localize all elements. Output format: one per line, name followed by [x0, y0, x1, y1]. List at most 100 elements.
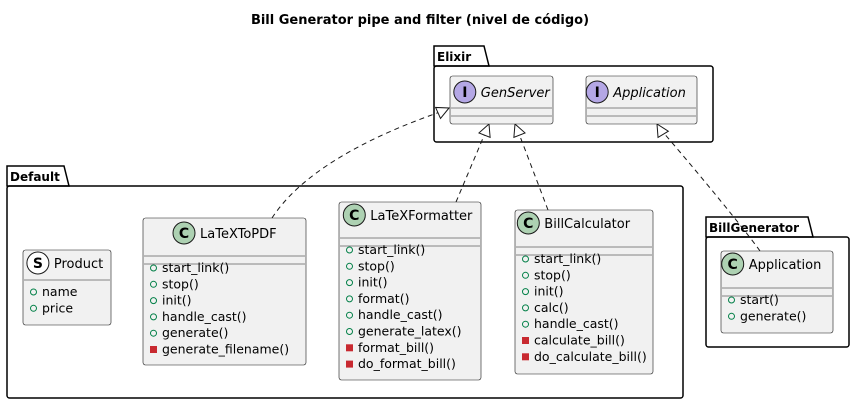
class-member: name [42, 284, 78, 299]
public-visibility-icon [30, 288, 37, 296]
private-visibility-icon [346, 360, 353, 368]
class-member: price [42, 300, 73, 315]
class-box [585, 75, 698, 125]
class-member: start() [740, 292, 779, 307]
class-member: stop() [534, 267, 571, 282]
private-visibility-icon [522, 337, 529, 344]
class-member: start_link() [534, 251, 601, 266]
class-member: stop() [162, 276, 199, 291]
class-member: start_link() [162, 260, 229, 275]
interface-badge-icon [453, 80, 477, 104]
class-member: handle_cast() [358, 307, 443, 322]
dashed-realization-line [661, 130, 761, 252]
class-badge-icon [342, 203, 366, 227]
public-visibility-icon [346, 246, 353, 254]
class-member: init() [162, 293, 192, 308]
public-visibility-icon [346, 295, 353, 303]
public-visibility-icon [522, 288, 529, 296]
package-frame [6, 185, 684, 399]
class-member: start_link() [358, 242, 425, 257]
class-box [720, 250, 834, 334]
class-badge-icon [516, 211, 540, 235]
class-member: generate() [740, 308, 806, 323]
class-name: Application [749, 258, 822, 273]
class-member: do_calculate_bill() [534, 349, 647, 364]
class-box [338, 201, 482, 381]
public-visibility-icon [346, 328, 353, 335]
public-visibility-icon [522, 255, 529, 263]
package-label: Default [10, 170, 60, 184]
class-name: Product [54, 257, 103, 272]
dashed-realization-line [455, 130, 487, 203]
class-name: LaTeXFormatter [370, 209, 473, 224]
class-member: generate() [162, 325, 228, 340]
class-application_iface: I Application [585, 75, 698, 125]
public-visibility-icon [30, 304, 37, 312]
edge-application-applicationiface [656, 123, 761, 252]
class-member: format() [358, 291, 409, 306]
package-billgenerator: BillGenerator [705, 216, 850, 348]
public-visibility-icon [346, 311, 353, 319]
private-visibility-icon [346, 344, 353, 352]
edge-latextopdf-genserver [271, 106, 451, 219]
class-name: GenServer [481, 86, 552, 101]
class-genserver: I GenServer [449, 75, 554, 125]
package-frame [705, 236, 850, 348]
class-member: stop() [358, 258, 395, 273]
public-visibility-icon [150, 297, 157, 305]
public-visibility-icon [728, 296, 735, 304]
package-elixir: Elixir [433, 45, 714, 143]
interface-badge-icon [585, 80, 609, 104]
private-visibility-icon [150, 346, 157, 353]
class-member: generate_filename() [162, 342, 289, 357]
public-visibility-icon [346, 262, 353, 270]
class-box [514, 209, 654, 375]
package-frame [433, 65, 714, 143]
public-visibility-icon [346, 279, 353, 287]
class-member: format_bill() [358, 340, 434, 355]
class-name: BillCalculator [544, 217, 630, 232]
public-visibility-icon [150, 329, 157, 337]
badge-letter: I [595, 85, 600, 101]
realization-arrowhead-icon [478, 122, 491, 139]
realization-arrowhead-icon [513, 122, 526, 139]
class-member: calculate_bill() [534, 333, 625, 348]
struct-badge-icon [26, 251, 50, 275]
class-application: C Application start()generate() [720, 250, 834, 334]
badge-letter: C [523, 216, 533, 232]
package-label: Elixir [437, 50, 471, 64]
class-box [142, 217, 307, 366]
class-box [449, 75, 554, 125]
class-member: calc() [534, 300, 569, 315]
diagram-title: Bill Generator pipe and filter (nivel de… [251, 13, 589, 28]
class-member: init() [358, 275, 388, 290]
realization-arrowhead-icon [434, 106, 451, 120]
class-member: init() [534, 284, 564, 299]
class-member: do_format_bill() [358, 356, 456, 371]
public-visibility-icon [728, 312, 735, 320]
realization-arrowhead-icon [656, 123, 670, 139]
edge-billcalculator-genserver [513, 122, 549, 211]
dashed-realization-line [271, 111, 441, 219]
badge-letter: C [179, 226, 189, 242]
badge-letter: C [349, 208, 359, 224]
realization-edges [271, 106, 761, 252]
class-name: Application [612, 86, 686, 101]
class-member: handle_cast() [162, 309, 247, 324]
public-visibility-icon [150, 280, 157, 288]
edge-latexformatter-genserver [455, 122, 491, 203]
class-member: handle_cast() [534, 316, 619, 331]
private-visibility-icon [522, 353, 529, 361]
class-member: generate_latex() [358, 324, 462, 339]
public-visibility-icon [150, 313, 157, 321]
badge-letter: I [462, 85, 467, 101]
package-label: BillGenerator [709, 221, 799, 235]
badge-letter: C [728, 257, 738, 273]
badge-letter: S [33, 256, 43, 272]
